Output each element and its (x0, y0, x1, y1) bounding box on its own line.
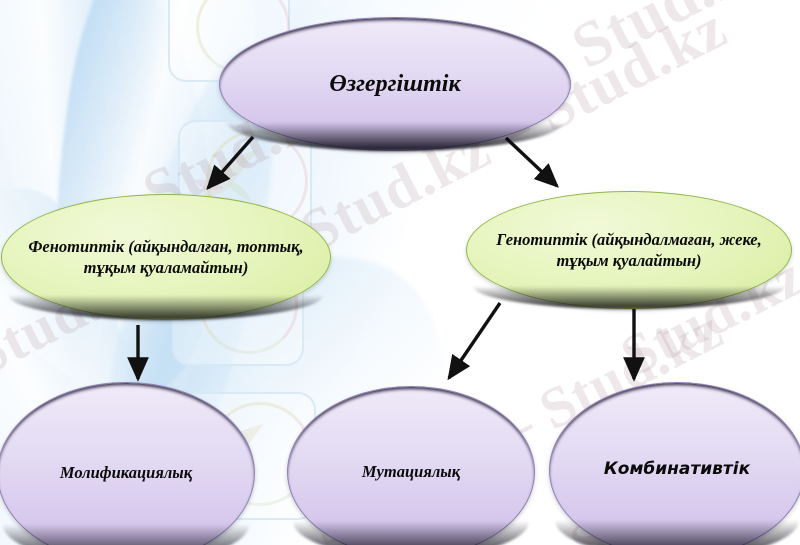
node-genotiptik[interactable]: Генотиптік (айқындалмаған, жеке, тұқым қ… (466, 191, 792, 309)
node-fenotiptik[interactable]: Фенотиптік (айқындалған, топтық, тұқым қ… (1, 194, 331, 320)
node-ozgergishtik[interactable]: Өзгергіштік (219, 17, 571, 151)
node-molifikaciyalyq[interactable]: Молификациялық (0, 382, 255, 545)
node-mutaciyalyq[interactable]: Мутациялық (287, 386, 535, 545)
node-label: Молификациялық (59, 463, 193, 483)
node-label: Комбинативтік (603, 459, 751, 480)
edge-root-to-phenotypic (206, 135, 255, 191)
node-label: Мутациялық (361, 461, 461, 481)
node-label: Фенотиптік (айқындалған, топтық, тұқым қ… (28, 236, 304, 277)
edge-genotypic-to-mutation (447, 302, 502, 381)
node-label: Өзгергіштік (329, 70, 461, 97)
node-kombinativtik[interactable]: Комбинативтік (549, 382, 800, 545)
watermark-text: Stud.kz (560, 0, 785, 83)
edge-root-to-genotypic (504, 136, 559, 188)
node-label: Генотиптік (айқындалмаған, жеке, тұқым қ… (496, 229, 762, 270)
